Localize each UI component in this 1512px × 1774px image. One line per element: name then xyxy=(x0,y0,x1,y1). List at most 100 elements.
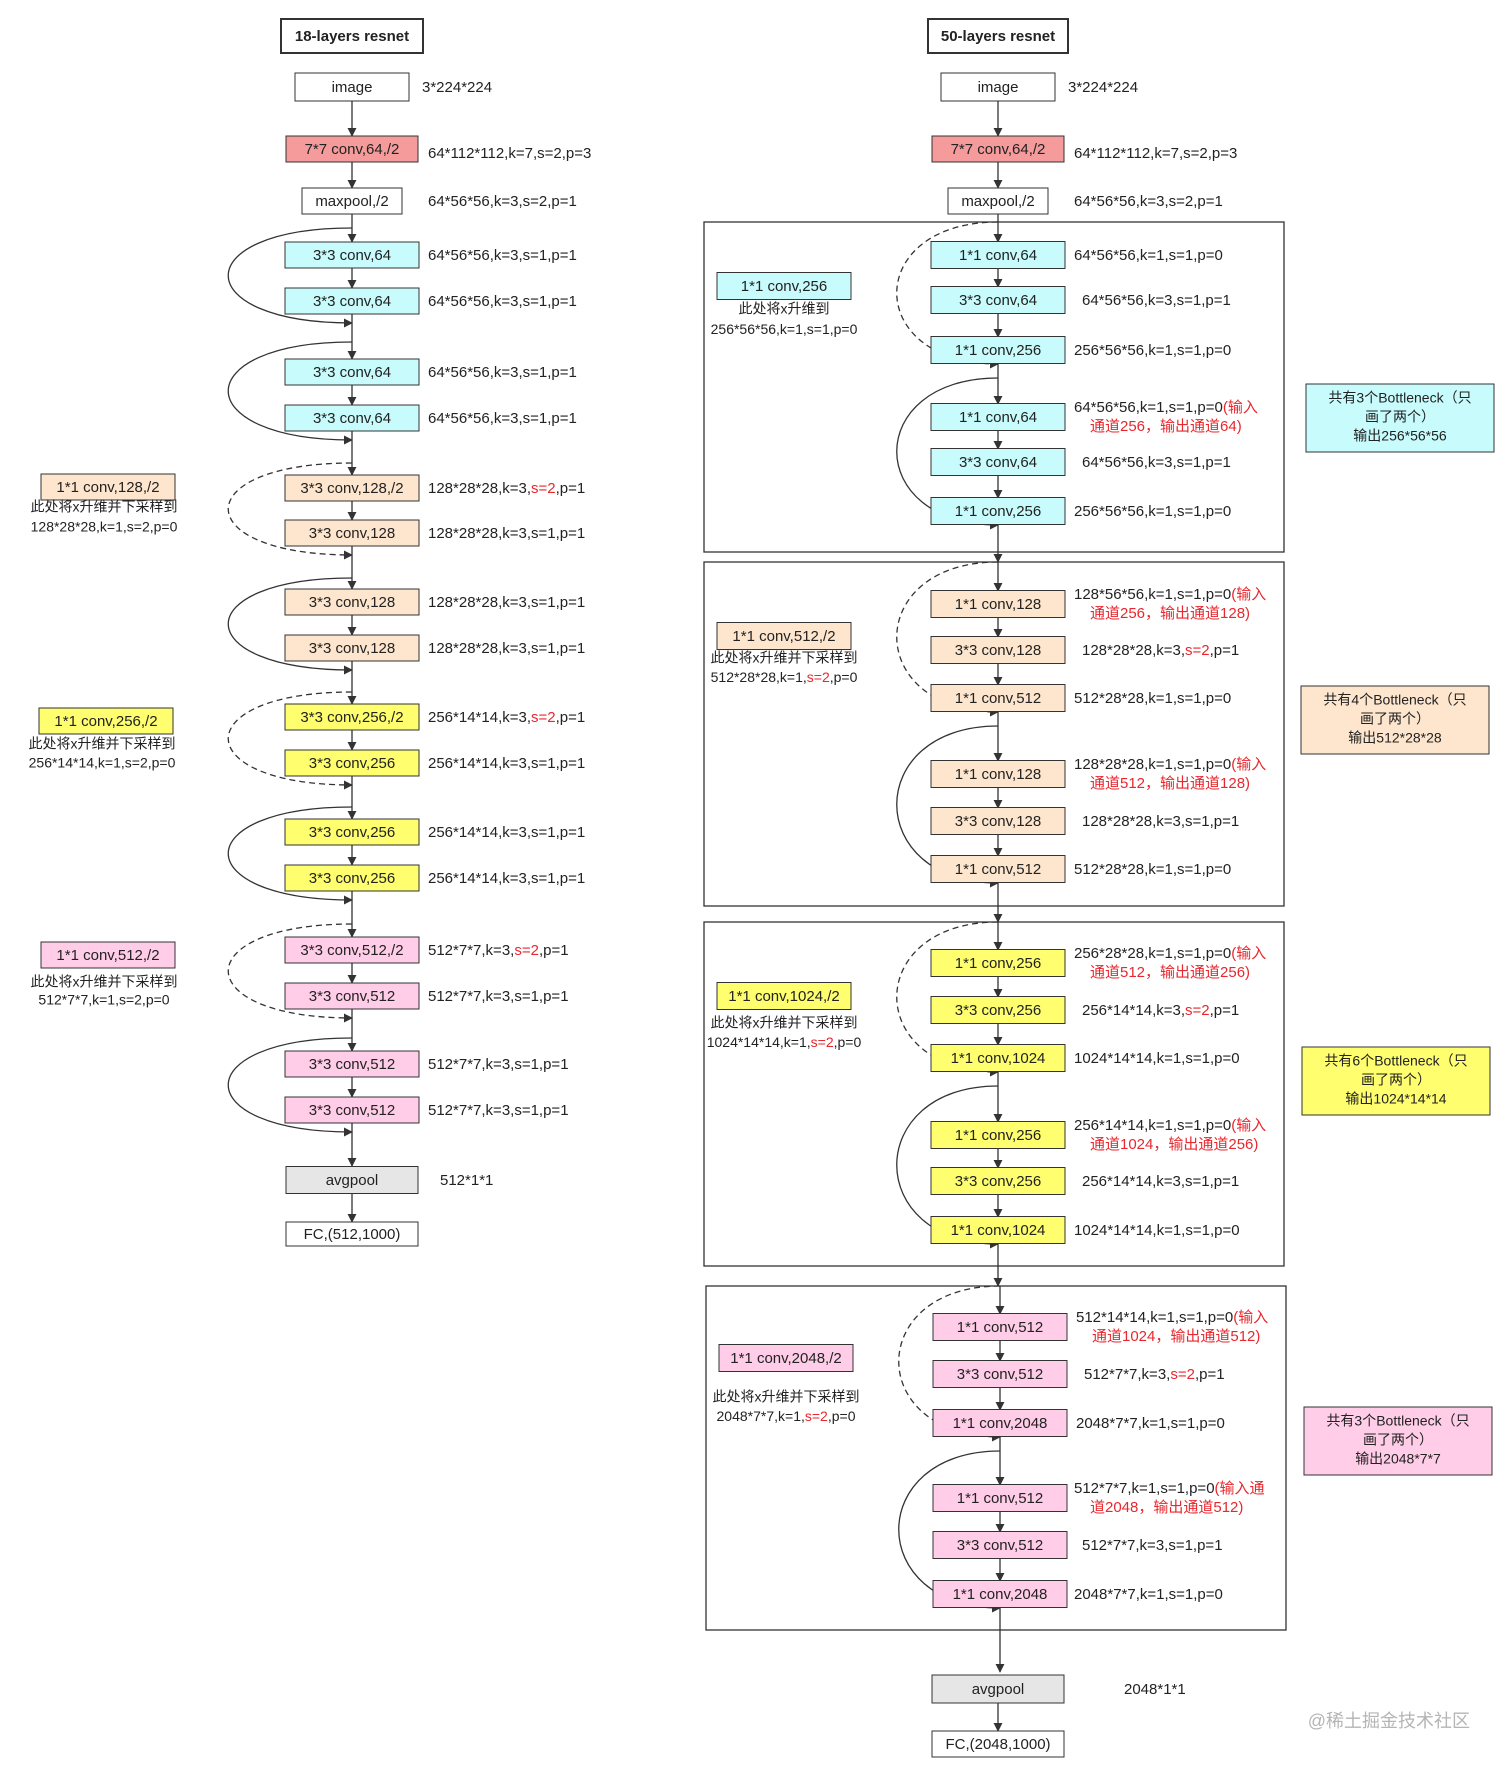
resnet18-shortcut-7 xyxy=(227,923,353,1023)
resnet18-maxpool-note: 64*56*56,k=3,s=2,p=1 xyxy=(428,193,577,210)
resnet18-layer-4-note: 64*56*56,k=3,s=1,p=1 xyxy=(428,410,577,427)
resnet50-stage-2-shortcut-conv-label: 1*1 conv,512,/2 xyxy=(732,628,835,645)
resnet18-shortcut-conv-1 xyxy=(40,473,176,501)
resnet50-stage-2-block-5-label: 3*3 conv,128 xyxy=(955,813,1041,830)
resnet18-layer-10-note: 256*14*14,k=3,s=1,p=1 xyxy=(428,755,585,772)
resnet18-layer-14 xyxy=(284,982,420,1010)
resnet50-stage-4-shortcut-conv xyxy=(718,1344,854,1372)
resnet50-stage-3-block-4-label: 1*1 conv,256 xyxy=(955,1127,1041,1144)
resnet50-stage-3-block-4 xyxy=(930,1121,1066,1149)
resnet18-layer-4-label: 3*3 conv,64 xyxy=(313,410,391,427)
resnet18-layer-7-label: 3*3 conv,128 xyxy=(309,594,395,611)
resnet50-stage-1-block-3-label: 1*1 conv,256 xyxy=(955,342,1041,359)
resnet50-avgpool-note: 2048*1*1 xyxy=(1124,1681,1186,1698)
resnet18-shortcut-conv-2-label: 1*1 conv,256,/2 xyxy=(54,713,157,730)
resnet18-layer-8-label: 3*3 conv,128 xyxy=(309,640,395,657)
resnet50-stage-3-block-5 xyxy=(930,1167,1066,1195)
resnet50-stage-4-block-2-label: 3*3 conv,512 xyxy=(957,1366,1043,1383)
resnet18-layer-2 xyxy=(284,287,420,315)
resnet50-stage-3-summary xyxy=(1301,1046,1491,1116)
resnet50-stage-1-block-6-label: 1*1 conv,256 xyxy=(955,503,1041,520)
resnet18-layer-3-label: 3*3 conv,64 xyxy=(313,364,391,381)
resnet18-avgpool-note: 512*1*1 xyxy=(440,1172,493,1189)
resnet50-stage-4-block-1-label: 1*1 conv,512 xyxy=(957,1319,1043,1336)
resnet18-layer-16-label: 3*3 conv,512 xyxy=(309,1102,395,1119)
resnet50-shortcut-desc: 此处将x升维并下采样到 xyxy=(711,1015,858,1031)
resnet18-layer-5-note: 128*28*28,k=3,s=2,p=1 xyxy=(428,480,585,497)
resnet50-stage-4-block-3 xyxy=(932,1409,1068,1437)
resnet18-layer-6 xyxy=(284,519,420,547)
resnet50-stage-2-block-1-label: 1*1 conv,128 xyxy=(955,596,1041,613)
resnet18-shortcut-conv-3 xyxy=(40,941,176,969)
resnet50-shortcut-desc: 此处将x升维并下采样到 xyxy=(713,1389,860,1405)
resnet18-layer-13 xyxy=(284,936,420,964)
resnet18-shortcut-conv-2 xyxy=(38,707,174,735)
resnet50-stage-1-block-5 xyxy=(930,448,1066,476)
resnet50-image-node xyxy=(940,72,1056,102)
resnet50-stage-4-block-4-label: 1*1 conv,512 xyxy=(957,1490,1043,1507)
resnet50-block-note: 256*28*28,k=1,s=1,p=0(输入 xyxy=(1074,945,1266,962)
resnet18-shortcut-conv-3-label: 1*1 conv,512,/2 xyxy=(56,947,159,964)
resnet50-block-note: 2048*7*7,k=1,s=1,p=0 xyxy=(1074,1586,1223,1603)
resnet50-block-note: 128*28*28,k=3,s=2,p=1 xyxy=(1082,642,1239,659)
watermark-text: @稀土掘金技术社区 xyxy=(1308,1711,1470,1731)
resnet50-block-note-2: 通道1024，输出通道256) xyxy=(1090,1136,1258,1153)
resnet50-block-note-2: 通道512，输出通道128) xyxy=(1090,775,1250,792)
resnet50-stage-1-shortcut-conv-label: 1*1 conv,256 xyxy=(741,278,827,295)
resnet18-layer-6-note: 128*28*28,k=3,s=1,p=1 xyxy=(428,525,585,542)
resnet50-stage-4-block-6-label: 1*1 conv,2048 xyxy=(953,1586,1048,1603)
resnet18-layer-3-note: 64*56*56,k=3,s=1,p=1 xyxy=(428,364,577,381)
resnet50-stage-1-block-1-label: 1*1 conv,64 xyxy=(959,247,1037,264)
resnet50-block-note: 64*56*56,k=1,s=1,p=0 xyxy=(1074,247,1223,264)
resnet50-block-note-2: 通道1024，输出通道512) xyxy=(1092,1328,1260,1345)
resnet50-stage-2-block-3-label: 1*1 conv,512 xyxy=(955,690,1041,707)
resnet50-stage-1-block-2-label: 3*3 conv,64 xyxy=(959,292,1037,309)
resnet50-stage-2-block-4-label: 1*1 conv,128 xyxy=(955,766,1041,783)
resnet50-block-note-2: 道2048，输出通道512) xyxy=(1090,1499,1243,1516)
resnet50-avgpool-node xyxy=(931,1674,1065,1704)
resnet18-avgpool-node xyxy=(285,1166,419,1194)
resnet18-layer-9-label: 3*3 conv,256,/2 xyxy=(300,709,403,726)
resnet50-conv1-note: 64*112*112,k=7,s=2,p=3 xyxy=(1074,145,1237,162)
resnet50-block-note: 1024*14*14,k=1,s=1,p=0 xyxy=(1074,1050,1240,1067)
resnet50-stage-3-block-2-label: 3*3 conv,256 xyxy=(955,1002,1041,1019)
resnet50-maxpool-note: 64*56*56,k=3,s=2,p=1 xyxy=(1074,193,1223,210)
resnet50-block-note: 256*14*14,k=3,s=2,p=1 xyxy=(1082,1002,1239,1019)
resnet18-shortcut-2 xyxy=(227,341,353,445)
resnet18-layer-12-note: 256*14*14,k=3,s=1,p=1 xyxy=(428,870,585,887)
resnet18-shortcut-3 xyxy=(227,462,353,560)
resnet18-layer-10-label: 3*3 conv,256 xyxy=(309,755,395,772)
resnet50-stage-4-block-5-label: 3*3 conv,512 xyxy=(957,1537,1043,1554)
resnet50-block-note-2: 通道256，输出通道128) xyxy=(1090,605,1250,622)
resnet18-shortcut-1 xyxy=(227,227,353,328)
resnet50-conv1-node xyxy=(931,135,1065,163)
resnet50-summary-line: 输出1024*14*14 xyxy=(1345,1091,1446,1107)
resnet50-title-label: 50-layers resnet xyxy=(941,28,1055,45)
resnet50-block-note: 256*56*56,k=1,s=1,p=0 xyxy=(1074,342,1231,359)
resnet50-stage-1-shortcut-conv xyxy=(716,272,852,300)
resnet18-layer-7 xyxy=(284,588,420,616)
resnet18-fc-node-label: FC,(512,1000) xyxy=(304,1226,401,1243)
resnet50-stage-2-block-6 xyxy=(930,855,1066,883)
resnet18-shortcut-4 xyxy=(227,577,353,675)
resnet18-maxpool-node-label: maxpool,/2 xyxy=(315,193,388,210)
resnet50-stage-3-block-6 xyxy=(930,1216,1066,1244)
resnet18-conv1-node xyxy=(285,135,419,163)
resnet18-layer-6-label: 3*3 conv,128 xyxy=(309,525,395,542)
resnet50-summary-line: 输出2048*7*7 xyxy=(1355,1451,1441,1467)
resnet50-block-note: 512*14*14,k=1,s=1,p=0(输入 xyxy=(1076,1309,1268,1326)
resnet18-layer-15-label: 3*3 conv,512 xyxy=(309,1056,395,1073)
resnet18-layer-11-note: 256*14*14,k=3,s=1,p=1 xyxy=(428,824,585,841)
resnet50-block-note: 64*56*56,k=3,s=1,p=1 xyxy=(1082,292,1231,309)
resnet50-stage-4-block-6 xyxy=(932,1580,1068,1608)
resnet18-layer-1-note: 64*56*56,k=3,s=1,p=1 xyxy=(428,247,577,264)
resnet50-stage-2-summary xyxy=(1300,685,1490,755)
resnet18-conv1-note: 64*112*112,k=7,s=2,p=3 xyxy=(428,145,591,162)
resnet18-layer-9 xyxy=(284,703,420,731)
resnet18-layer-11-label: 3*3 conv,256 xyxy=(309,824,395,841)
resnet50-block-note: 512*7*7,k=3,s=1,p=1 xyxy=(1082,1537,1223,1554)
resnet50-block-note: 2048*7*7,k=1,s=1,p=0 xyxy=(1076,1415,1225,1432)
resnet50-stage-1-block-4 xyxy=(930,403,1066,431)
resnet50-block-note: 256*14*14,k=3,s=1,p=1 xyxy=(1082,1173,1239,1190)
resnet50-block-note: 128*56*56,k=1,s=1,p=0(输入 xyxy=(1074,586,1266,603)
